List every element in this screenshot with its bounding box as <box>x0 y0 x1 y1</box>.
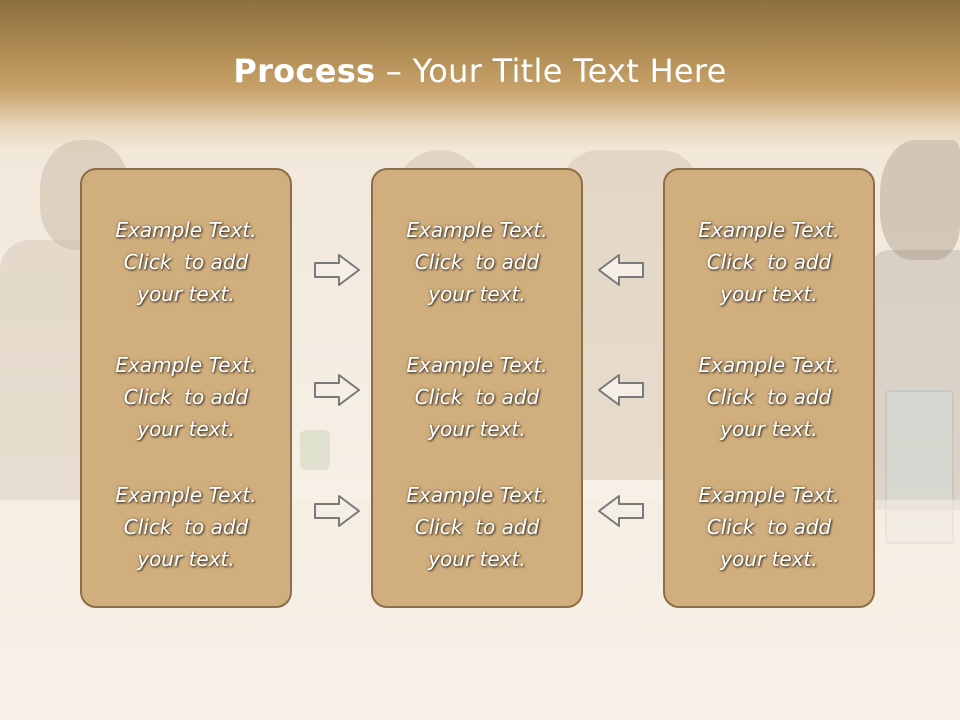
background-figure <box>880 140 960 260</box>
arrow-left-icon[interactable] <box>597 253 645 287</box>
background-mug <box>300 430 330 470</box>
title-banner <box>0 0 960 150</box>
arrow-left-icon[interactable] <box>597 373 645 407</box>
text-line: Example Text. <box>698 218 840 242</box>
text-block[interactable]: Example Text. Click to add your text. <box>373 214 581 310</box>
process-box-left[interactable]: Example Text. Click to add your text. Ex… <box>80 168 292 608</box>
text-line: your text. <box>720 547 818 571</box>
text-line: your text. <box>428 547 526 571</box>
text-line: Click to add <box>414 515 540 539</box>
arrow-right-icon[interactable] <box>313 253 361 287</box>
title-rest: – Your Title Text Here <box>375 52 727 90</box>
text-line: Click to add <box>706 385 832 409</box>
text-block[interactable]: Example Text. Click to add your text. <box>373 479 581 575</box>
text-line: Click to add <box>123 385 249 409</box>
text-line: your text. <box>720 282 818 306</box>
text-block[interactable]: Example Text. Click to add your text. <box>665 349 873 445</box>
text-line: Click to add <box>123 515 249 539</box>
text-block[interactable]: Example Text. Click to add your text. <box>665 479 873 575</box>
text-line: your text. <box>720 417 818 441</box>
text-line: Example Text. <box>406 483 548 507</box>
text-line: Example Text. <box>406 218 548 242</box>
text-block[interactable]: Example Text. Click to add your text. <box>82 479 290 575</box>
title-bold: Process <box>233 52 376 90</box>
text-line: Click to add <box>706 515 832 539</box>
text-line: your text. <box>428 417 526 441</box>
arrow-right-icon[interactable] <box>313 373 361 407</box>
text-line: Click to add <box>414 250 540 274</box>
text-block[interactable]: Example Text. Click to add your text. <box>82 349 290 445</box>
text-block[interactable]: Example Text. Click to add your text. <box>373 349 581 445</box>
text-line: Example Text. <box>406 353 548 377</box>
text-line: your text. <box>428 282 526 306</box>
text-line: Example Text. <box>115 353 257 377</box>
text-line: Click to add <box>123 250 249 274</box>
text-line: Example Text. <box>115 218 257 242</box>
process-box-right[interactable]: Example Text. Click to add your text. Ex… <box>663 168 875 608</box>
text-line: Example Text. <box>698 353 840 377</box>
text-block[interactable]: Example Text. Click to add your text. <box>82 214 290 310</box>
text-line: Example Text. <box>115 483 257 507</box>
text-line: Click to add <box>706 250 832 274</box>
text-line: your text. <box>137 417 235 441</box>
text-line: your text. <box>137 547 235 571</box>
arrow-right-icon[interactable] <box>313 494 361 528</box>
text-line: Click to add <box>414 385 540 409</box>
text-block[interactable]: Example Text. Click to add your text. <box>665 214 873 310</box>
arrow-left-icon[interactable] <box>597 494 645 528</box>
text-line: your text. <box>137 282 235 306</box>
process-box-middle[interactable]: Example Text. Click to add your text. Ex… <box>371 168 583 608</box>
slide-title[interactable]: Process – Your Title Text Here <box>0 52 960 90</box>
text-line: Example Text. <box>698 483 840 507</box>
